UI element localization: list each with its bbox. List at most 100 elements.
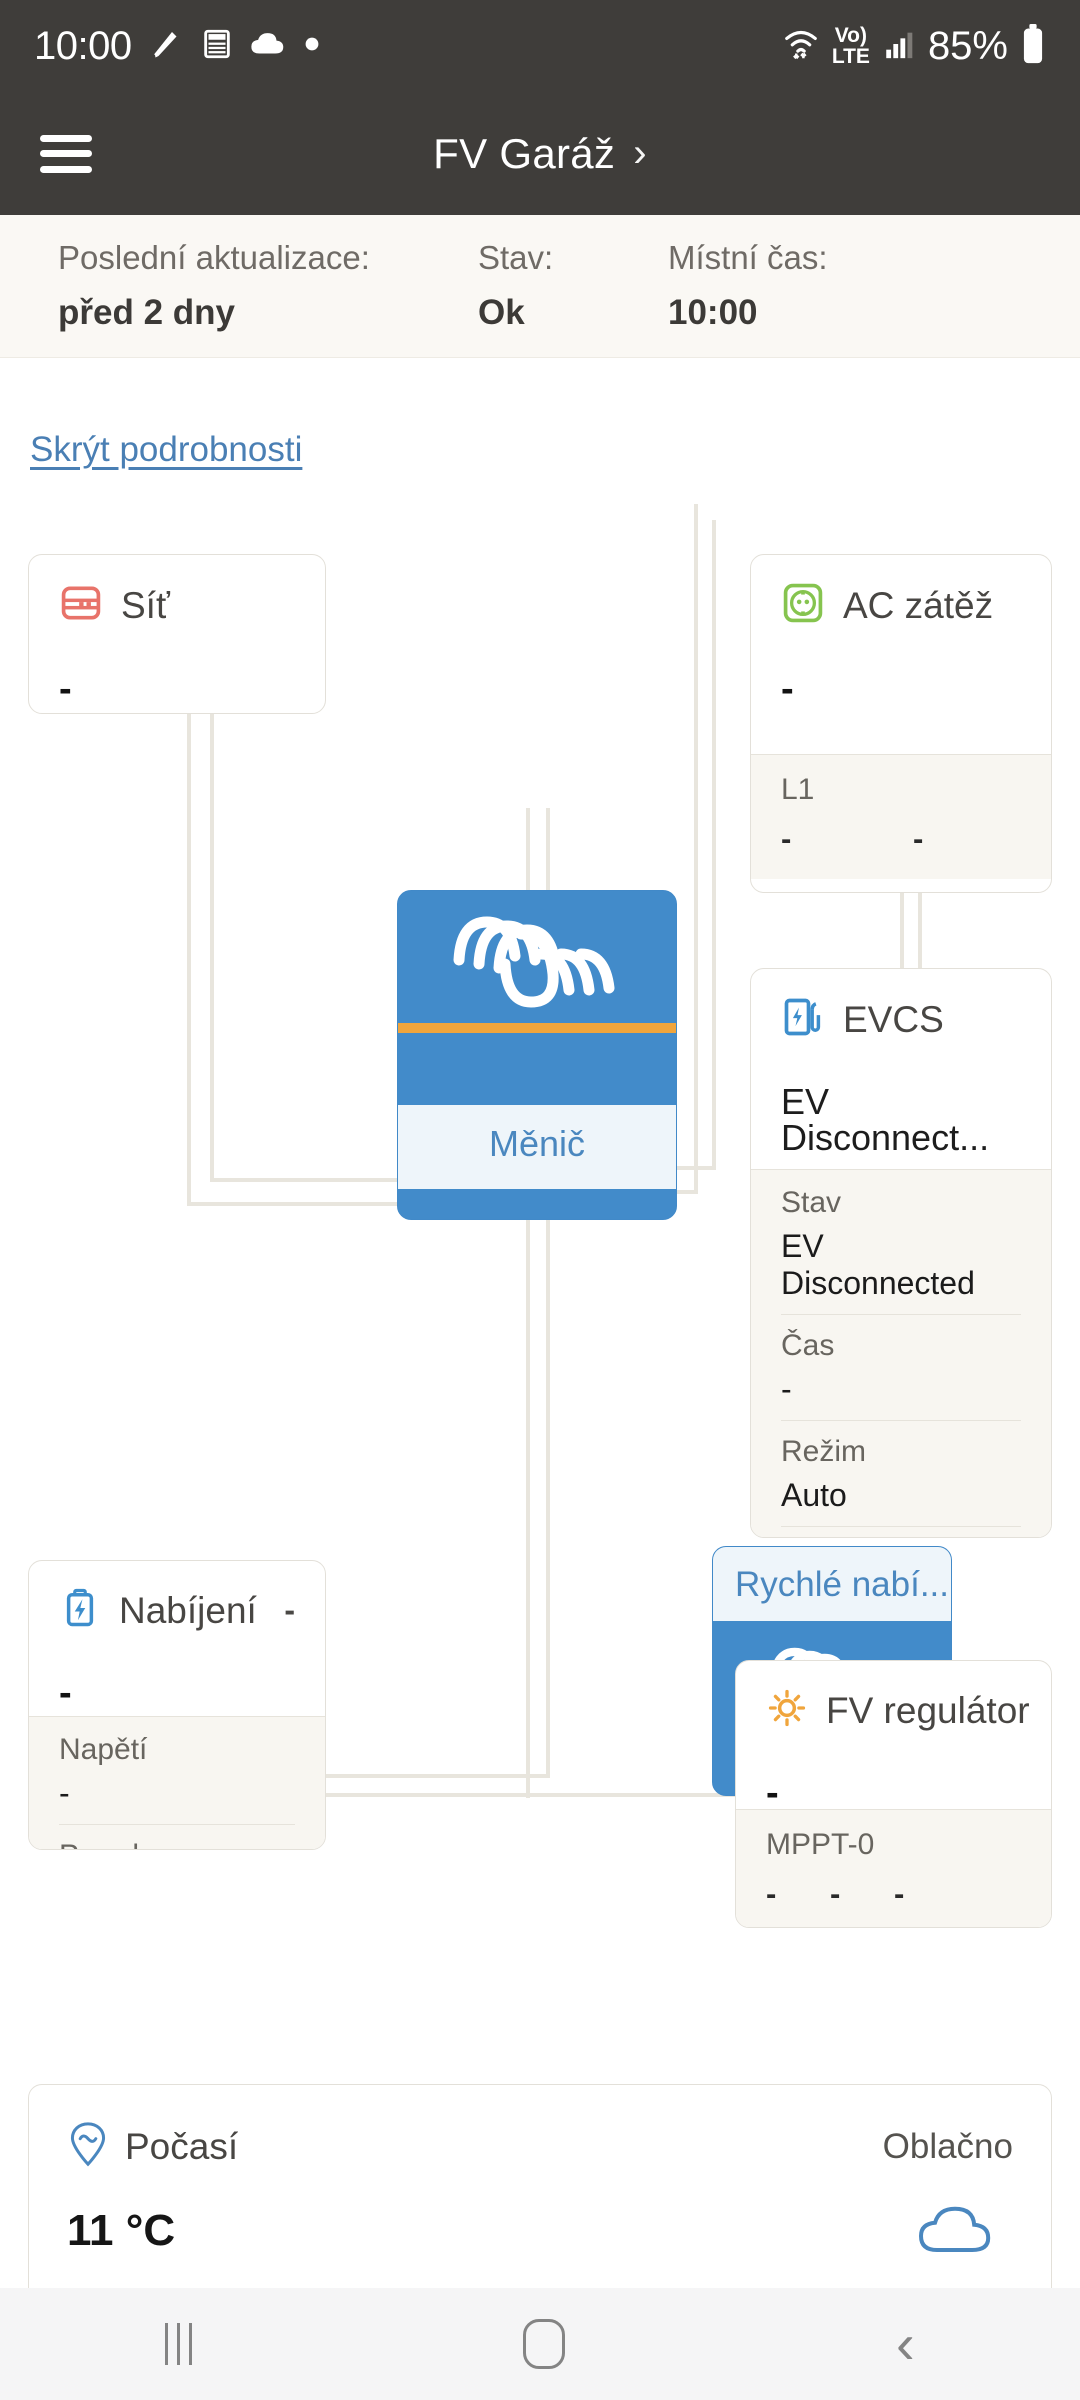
state-block: Stav: Ok	[478, 239, 668, 333]
evcs-row: Stav EV Disconnected	[781, 1182, 1021, 1314]
state-label: Stav:	[478, 239, 554, 276]
grid-card-header: Síť	[59, 581, 295, 630]
status-summary-bar: Poslední aktualizace: před 2 dny Stav: O…	[0, 215, 1080, 358]
inverter-body-spacer	[398, 1033, 676, 1105]
battery-row-label: Proud	[59, 1839, 295, 1849]
pv-charger-mppt-label: MPPT-0	[766, 1828, 875, 1861]
toggle-details-link[interactable]: Skrýt podrobnosti	[30, 430, 303, 469]
pv-charger-card-header: FV regulátor	[766, 1687, 1030, 1734]
evcs-card-footer: Stav EV Disconnected Čas - Režim Auto Pr…	[751, 1169, 1051, 1537]
evcs-row: Proud -	[781, 1526, 1021, 1537]
evcs-card-body: EVCS EV Disconnect...	[751, 969, 1051, 1169]
cloud-icon	[250, 29, 288, 64]
pv-charger-card-title: FV regulátor	[826, 1689, 1030, 1731]
connection-line-acload-inner-h	[660, 1166, 716, 1170]
weather-card-values: 11 °C	[67, 2198, 1013, 2263]
hamburger-menu-icon[interactable]	[40, 134, 92, 173]
connection-line-grid-vertical	[187, 590, 191, 1206]
last-update-block: Poslední aktualizace: před 2 dny	[58, 239, 478, 333]
do-not-disturb-icon	[148, 26, 184, 67]
back-icon[interactable]: ‹	[895, 2312, 915, 2375]
evcs-row-label: Režim	[781, 1435, 867, 1468]
battery-icon	[1020, 23, 1046, 69]
pv-charger-mppt-value: -	[766, 1876, 777, 1911]
evcs-row: Režim Auto	[781, 1420, 1021, 1526]
connection-line-inverter-dc-2	[546, 808, 550, 1778]
signal-bars-icon	[882, 27, 916, 66]
ac-load-card-footer: L1 - -	[751, 754, 1051, 879]
evcs-card-title: EVCS	[843, 998, 944, 1040]
evcs-row-label: Stav	[781, 1186, 842, 1219]
site-selector[interactable]: FV Garáž ›	[0, 130, 1080, 178]
evcs-card-value: EV Disconnect...	[781, 1081, 990, 1158]
grid-meter-icon	[59, 581, 103, 630]
hamburger-bar	[40, 165, 92, 173]
battery-card-value: -	[59, 1672, 72, 1714]
home-icon[interactable]	[523, 2319, 566, 2369]
ac-load-phase-values: - -	[781, 821, 1021, 857]
ac-load-card-body: AC zátěž -	[751, 555, 1051, 754]
battery-row: Napětí -	[59, 1729, 295, 1824]
pv-charger-mppt-value: -	[894, 1876, 905, 1911]
state-value: Ok	[478, 293, 525, 332]
dot-icon	[304, 36, 320, 57]
hamburger-bar	[40, 150, 92, 157]
android-status-bar: 10:00 Vo) LTE	[0, 0, 1080, 92]
evcs-row-label: Čas	[781, 1329, 835, 1362]
recents-icon[interactable]	[165, 2323, 193, 2365]
pv-charger-card-body: FV regulátor -	[736, 1661, 1051, 1814]
status-bar-left: 10:00	[34, 24, 320, 69]
connection-line-acload-vertical	[694, 504, 698, 1194]
connection-line-dc-bus-2	[222, 1774, 548, 1778]
evcs-card-header: EVCS	[781, 995, 1021, 1044]
status-bar-clock: 10:00	[34, 23, 132, 68]
grid-card-title: Síť	[121, 584, 170, 626]
battery-card-title: Nabíjení	[119, 1589, 257, 1631]
node-card-pv-charger[interactable]: FV regulátor - MPPT-0 - - -	[735, 1660, 1052, 1928]
last-update-value: před 2 dny	[58, 293, 235, 332]
energy-flow-diagram: Síť -	[0, 500, 1080, 2400]
volte-icon: Vo) LTE	[831, 24, 870, 68]
grid-card-value: -	[59, 668, 72, 710]
ac-load-card-value: -	[781, 668, 794, 710]
weather-temperature: 11 °C	[67, 2205, 176, 2255]
node-card-evcs[interactable]: EVCS EV Disconnect... Stav EV Disconnect…	[750, 968, 1052, 1538]
quick-charge-label: Rychlé nabí...	[713, 1547, 951, 1621]
inverter-label: Měnič	[398, 1105, 676, 1189]
node-card-inverter[interactable]: Měnič	[397, 890, 677, 1220]
node-card-ac-load[interactable]: AC zátěž - L1 - -	[750, 554, 1052, 893]
battery-card-footer: Napětí - Proud -	[29, 1716, 325, 1849]
pv-charger-mppt-values: - - -	[766, 1876, 1021, 1912]
connection-line-grid-inner-v	[210, 590, 214, 1182]
ac-load-phase-value: -	[781, 821, 792, 856]
victron-logo-icon	[398, 891, 676, 1023]
battery-card-body: Nabíjení - -	[29, 1561, 325, 1716]
node-card-grid[interactable]: Síť -	[28, 554, 326, 714]
pv-charger-card-value: -	[766, 1772, 779, 1814]
weather-location-pin-icon	[67, 2121, 109, 2172]
chevron-right-icon: ›	[633, 131, 647, 175]
connection-line-acload-to-evcs	[900, 890, 904, 968]
hamburger-bar	[40, 134, 92, 142]
weather-card[interactable]: Počasí Oblačno 11 °C	[28, 2084, 1052, 2314]
evcs-row-value: EV Disconnected	[781, 1228, 975, 1301]
battery-card-soc: -	[284, 1592, 295, 1628]
local-time-value: 10:00	[668, 293, 758, 332]
android-nav-bar: ‹	[0, 2288, 1080, 2400]
last-update-label: Poslední aktualizace:	[58, 239, 370, 276]
connection-line-inverter-dc	[526, 808, 530, 1798]
battery-percent-label: 85%	[927, 23, 1008, 68]
page-title: FV Garáž	[433, 129, 616, 177]
battery-row: Proud -	[59, 1824, 295, 1849]
weather-card-title: Počasí	[125, 2125, 239, 2167]
evcs-row: Čas -	[781, 1314, 1021, 1420]
sun-icon	[766, 1687, 808, 1734]
node-card-battery[interactable]: Nabíjení - - Napětí - Proud -	[28, 1560, 326, 1850]
cloud-icon	[917, 2198, 1013, 2263]
calculator-icon	[200, 27, 234, 66]
local-time-label: Místní čas:	[668, 239, 828, 276]
inverter-accent-divider	[398, 1023, 676, 1033]
ac-load-card-header: AC zátěž	[781, 581, 1021, 630]
battery-charging-icon	[59, 1587, 101, 1634]
power-socket-icon	[781, 581, 825, 630]
